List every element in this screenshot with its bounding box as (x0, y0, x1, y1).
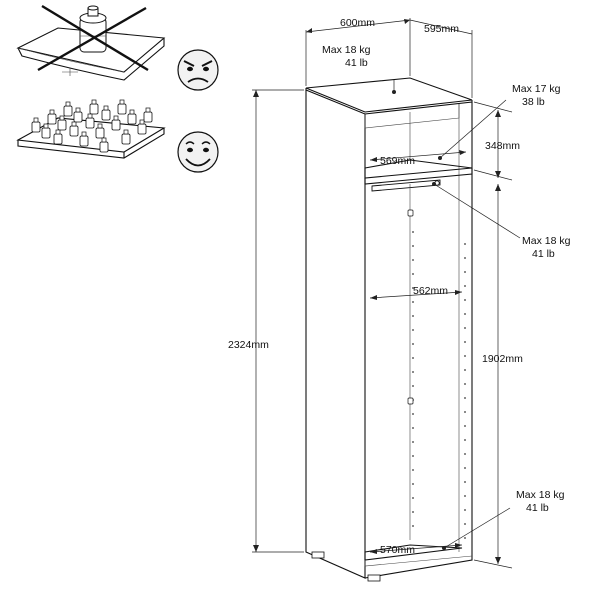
total-height-label: 2324mm (228, 339, 269, 351)
dimension-lines (252, 18, 521, 569)
top-compartment-label: 348mm (485, 140, 520, 152)
pin-hole (464, 537, 466, 539)
bottom-width-label: 570mm (380, 544, 415, 556)
pin-hole (464, 481, 466, 483)
pin-hole (412, 315, 414, 317)
pin-hole (412, 497, 414, 499)
pin-hole (412, 385, 414, 387)
pin-hole (412, 511, 414, 513)
pin-hole (412, 441, 414, 443)
pin-hole (464, 439, 466, 441)
pin-hole (464, 313, 466, 315)
pin-hole (464, 369, 466, 371)
top-load-lb: 41 lb (345, 57, 368, 69)
cross-out-icon (37, 4, 149, 72)
inner-height-label: 1902mm (482, 353, 523, 365)
pin-hole (464, 257, 466, 259)
pin-hole (412, 301, 414, 303)
pin-hole (464, 425, 466, 427)
pin-hole (412, 357, 414, 359)
small-weight-icon (137, 119, 147, 135)
pin-hole (464, 397, 466, 399)
happy-face-icon (177, 131, 219, 173)
small-weight-icon (69, 121, 79, 137)
pin-hole (412, 455, 414, 457)
pin-hole (464, 467, 466, 469)
depth-label: 595mm (424, 23, 459, 35)
pin-hole (412, 469, 414, 471)
pin-hole (464, 285, 466, 287)
small-weight-icon (127, 109, 137, 125)
small-weight-icon (47, 109, 57, 125)
rail-load-lb: 41 lb (532, 248, 555, 260)
wardrobe (305, 77, 473, 582)
small-weight-icon (79, 131, 89, 147)
pin-hole (412, 273, 414, 275)
small-weight-icon (99, 137, 109, 153)
wardrobe-top (305, 77, 473, 113)
bottom-load-lb: 41 lb (526, 502, 549, 514)
small-weight-icon (31, 117, 41, 133)
small-weight-icon (85, 113, 95, 129)
bottom-load-kg: Max 18 kg (516, 489, 565, 501)
small-weight-icon (101, 105, 111, 121)
rail-load-kg: Max 18 kg (522, 235, 571, 247)
small-weight-icon (57, 115, 67, 131)
pin-hole (412, 525, 414, 527)
pin-hole (412, 343, 414, 345)
small-weight-icon (143, 107, 153, 123)
small-weight-icon (41, 123, 51, 139)
angry-face-icon (177, 49, 219, 91)
shelf-load-kg: Max 17 kg (512, 83, 561, 95)
small-weights (31, 99, 153, 153)
small-weight-icon (63, 101, 73, 117)
pin-hole (464, 495, 466, 497)
shelf-pin-holes (464, 243, 466, 539)
pin-hole (464, 411, 466, 413)
small-weight-icon (117, 99, 127, 115)
inner-width-label: 562mm (413, 285, 448, 297)
pin-hole (464, 271, 466, 273)
width-label: 600mm (340, 17, 375, 29)
pin-hole (464, 523, 466, 525)
pin-hole (464, 383, 466, 385)
small-weight-icon (121, 129, 131, 145)
small-weight-icon (95, 123, 105, 139)
shelf-width-label: 569mm (380, 155, 415, 167)
pin-hole (464, 299, 466, 301)
pin-hole (464, 243, 466, 245)
good-load-illustration (16, 99, 219, 173)
pin-hole (412, 371, 414, 373)
wardrobe-bottom (364, 544, 463, 561)
pin-hole (464, 327, 466, 329)
shelf-pin-holes (412, 231, 414, 527)
pin-hole (412, 413, 414, 415)
small-weight-icon (111, 115, 121, 131)
pin-hole (412, 259, 414, 261)
pin-hole (464, 509, 466, 511)
shelf-load-lb: 38 lb (522, 96, 545, 108)
bad-load-illustration (16, 4, 219, 91)
wardrobe-side-panel (305, 90, 366, 579)
hanging-rail (371, 179, 441, 192)
pin-hole (412, 245, 414, 247)
pin-hole (412, 231, 414, 233)
top-load-kg: Max 18 kg (322, 44, 371, 56)
pin-hole (412, 483, 414, 485)
pin-hole (412, 427, 414, 429)
pin-hole (412, 287, 414, 289)
small-weight-icon (89, 99, 99, 115)
small-weight-icon (73, 107, 83, 123)
pin-hole (412, 329, 414, 331)
pin-hole (464, 341, 466, 343)
small-weight-icon (53, 129, 63, 145)
labels: 600mm 595mm Max 18 kg 41 lb Max 17 kg 38… (228, 17, 571, 556)
pin-hole (464, 453, 466, 455)
pin-hole (464, 355, 466, 357)
